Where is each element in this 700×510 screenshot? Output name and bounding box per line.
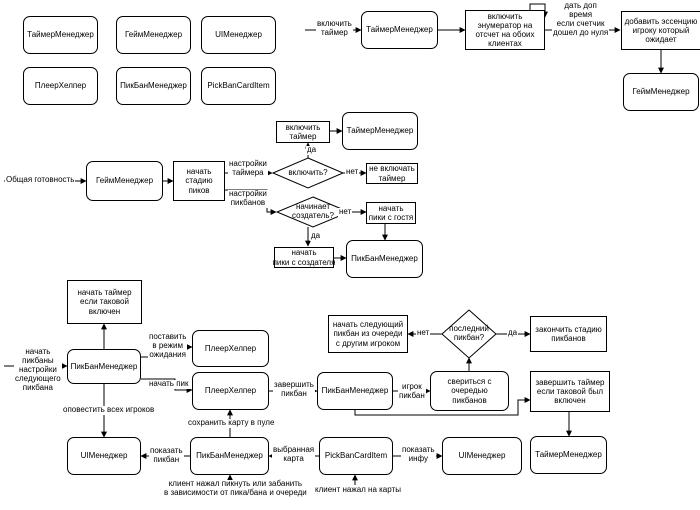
node-player-helper-pick: ПлеерХелпер [192, 372, 269, 410]
label-start-pickbans: начать пикбаны настройки следующего пикб… [14, 347, 62, 393]
node-start-pick-stage: начать стадию пиков [173, 161, 225, 201]
component-pickban-manager-label: ПикБанМенеджер [120, 81, 187, 91]
node-ui-manager-left: UIМенеджер [67, 437, 141, 475]
node-pickban-manager-mid: ПикБанМенеджер [346, 240, 423, 278]
label-yes-1: да [306, 145, 318, 155]
node-dont-enable-timer-label: не включать таймер [369, 164, 415, 183]
label-notify-all: оповестить всех игроков [62, 405, 156, 415]
label-no-1: нет [345, 167, 360, 177]
node-creator-picks-label: начать пики с создателя [272, 248, 336, 267]
decision-enable-label: включить? [288, 167, 328, 177]
node-timer-manager-bottom-label: ТаймерМенеджер [535, 450, 602, 460]
component-ui-manager: UIМенеджер [201, 16, 276, 54]
label-no: нет [416, 328, 431, 338]
label-finish-pickban: завершить пикбан [273, 380, 315, 399]
node-pickban-manager-check: ПикБанМенеджер [317, 372, 393, 410]
label-start-pick: начать пик [148, 379, 190, 389]
node-add-essence: добавить эссенцию игроку который ожидает [621, 11, 700, 50]
node-finish-stage: закончить стадию пикбанов [530, 316, 607, 352]
label-yes-2: да [310, 231, 322, 241]
node-finish-stage-label: закончить стадию пикбанов [535, 324, 602, 343]
node-ui-manager-right-label: UIМенеджер [458, 451, 506, 461]
node-enable-timer-box: включить таймер [276, 121, 330, 143]
node-player-helper-wait-label: ПлеерХелпер [204, 343, 257, 353]
node-start-pick-stage-label: начать стадию пиков [185, 167, 213, 195]
label-selected-card: выбранная карта [272, 445, 316, 464]
component-timer-manager: ТаймерМенеджер [23, 16, 98, 54]
decision-last-shape [441, 309, 497, 359]
label-timer-settings: настройки таймера [228, 159, 268, 178]
decision-creator-shape [275, 196, 351, 228]
node-enable-timer-box-label: включить таймер [285, 122, 321, 141]
component-ui-manager-label: UIМенеджер [215, 30, 262, 40]
node-game-manager-mid-label: ГеймМенеджер [95, 176, 154, 186]
node-game-manager-top: ГеймМенеджер [623, 73, 699, 111]
node-ui-manager-left-label: UIМенеджер [80, 451, 128, 461]
decision-enable-shape [271, 157, 345, 189]
component-player-helper-label: ПлеерХелпер [34, 81, 87, 91]
label-extra-time: дать доп время если счетчик дошел до нул… [552, 1, 610, 38]
label-pickban-settings: настройки пикбанов [228, 189, 268, 208]
node-ui-manager-right: UIМенеджер [442, 437, 522, 475]
node-check-queue-label: свериться с очередью пикбанов [447, 377, 492, 405]
label-enable-timer: включить таймер [316, 19, 353, 38]
label-client-card: клиент нажал на карты [314, 485, 402, 495]
label-save-card: сохранить карту в пуле [187, 418, 276, 428]
label-show-pickban: показать пикбан [149, 446, 184, 465]
node-pickban-manager-bottom: ПикБанМенеджер [190, 437, 269, 475]
component-game-manager: ГеймМенеджер [116, 16, 191, 54]
node-enable-enumerator-label: включить энумератор на отсчет на обоих к… [475, 11, 535, 49]
arrow-pbm-to-finish-timer [354, 397, 531, 416]
node-game-manager-top-label: ГеймМенеджер [632, 87, 690, 97]
label-show-info: показать инфу [401, 445, 436, 464]
decision-last-label: последний пикбан? [449, 324, 489, 342]
node-next-pickban-label: начать следующий пикбан из очереди с дру… [332, 320, 404, 348]
node-dont-enable-timer: не включать таймер [366, 163, 418, 184]
component-pickban-manager: ПикБанМенеджер [116, 67, 191, 105]
node-game-manager-mid: ГеймМенеджер [86, 161, 163, 201]
node-timer-manager-top: ТаймерМенеджер [361, 11, 438, 49]
node-pickban-card-item-label: PickBanCardItem [324, 451, 388, 461]
node-next-pickban: начать следующий пикбан из очереди с дру… [328, 315, 408, 353]
node-finish-timer: завершить таймер если таковой был включе… [530, 371, 610, 412]
node-finish-timer-label: завершить таймер если таковой был включе… [535, 377, 605, 406]
component-game-manager-label: ГеймМенеджер [124, 30, 183, 40]
node-player-helper-wait: ПлеерХелпер [192, 330, 269, 367]
node-player-helper-pick-label: ПлеерХелпер [204, 386, 257, 396]
node-check-queue: свериться с очередью пикбанов [430, 371, 509, 411]
node-pickban-manager-bottom-label: ПикБанМенеджер [196, 451, 263, 461]
component-player-helper: ПлеерХелпер [23, 67, 98, 105]
component-pickban-card-item-label: PickBanCardItem [207, 81, 270, 91]
label-player-pickban: игрок пикбан [398, 382, 426, 401]
node-pickban-card-item: PickBanCardItem [319, 437, 393, 475]
node-pickban-manager-mid-label: ПикБанМенеджер [351, 254, 418, 264]
node-guest-picks-label: начать пики с гостя [368, 203, 414, 222]
node-pickban-manager-main-label: ПикБанМенеджер [70, 361, 138, 371]
label-no-2: нет [338, 207, 353, 217]
label-wait-mode: поставить в режим ожидания [148, 332, 188, 360]
node-start-timer-if-enabled: начать таймер если таковой включен [67, 280, 142, 324]
label-ready: Общая готовность [5, 175, 76, 185]
component-timer-manager-label: ТаймерМенеджер [27, 30, 94, 40]
node-timer-manager-bottom: ТаймерМенеджер [530, 436, 607, 474]
component-pickban-card-item: PickBanCardItem [201, 67, 276, 105]
node-start-timer-if-enabled-label: начать таймер если таковой включен [77, 288, 132, 316]
node-pickban-manager-main: ПикБанМенеджер [67, 349, 141, 384]
node-timer-manager-mid-label: ТаймерМенеджер [346, 126, 414, 136]
node-creator-picks: начать пики с создателя [272, 247, 336, 268]
node-add-essence-label: добавить эссенцию игроку который ожидает [624, 16, 698, 45]
node-timer-manager-top-label: ТаймерМенеджер [366, 25, 433, 35]
node-guest-picks: начать пики с гостя [366, 202, 416, 224]
label-yes: да [507, 328, 519, 338]
label-client-pick: клиент нажал пикнуть или забанить в зави… [163, 479, 308, 498]
decision-creator-label: начинает создатель? [292, 202, 334, 220]
node-pickban-manager-check-label: ПикБанМенеджер [321, 386, 389, 396]
node-enable-enumerator: включить энумератор на отсчет на обоих к… [465, 10, 545, 50]
node-timer-manager-mid: ТаймерМенеджер [342, 112, 418, 150]
